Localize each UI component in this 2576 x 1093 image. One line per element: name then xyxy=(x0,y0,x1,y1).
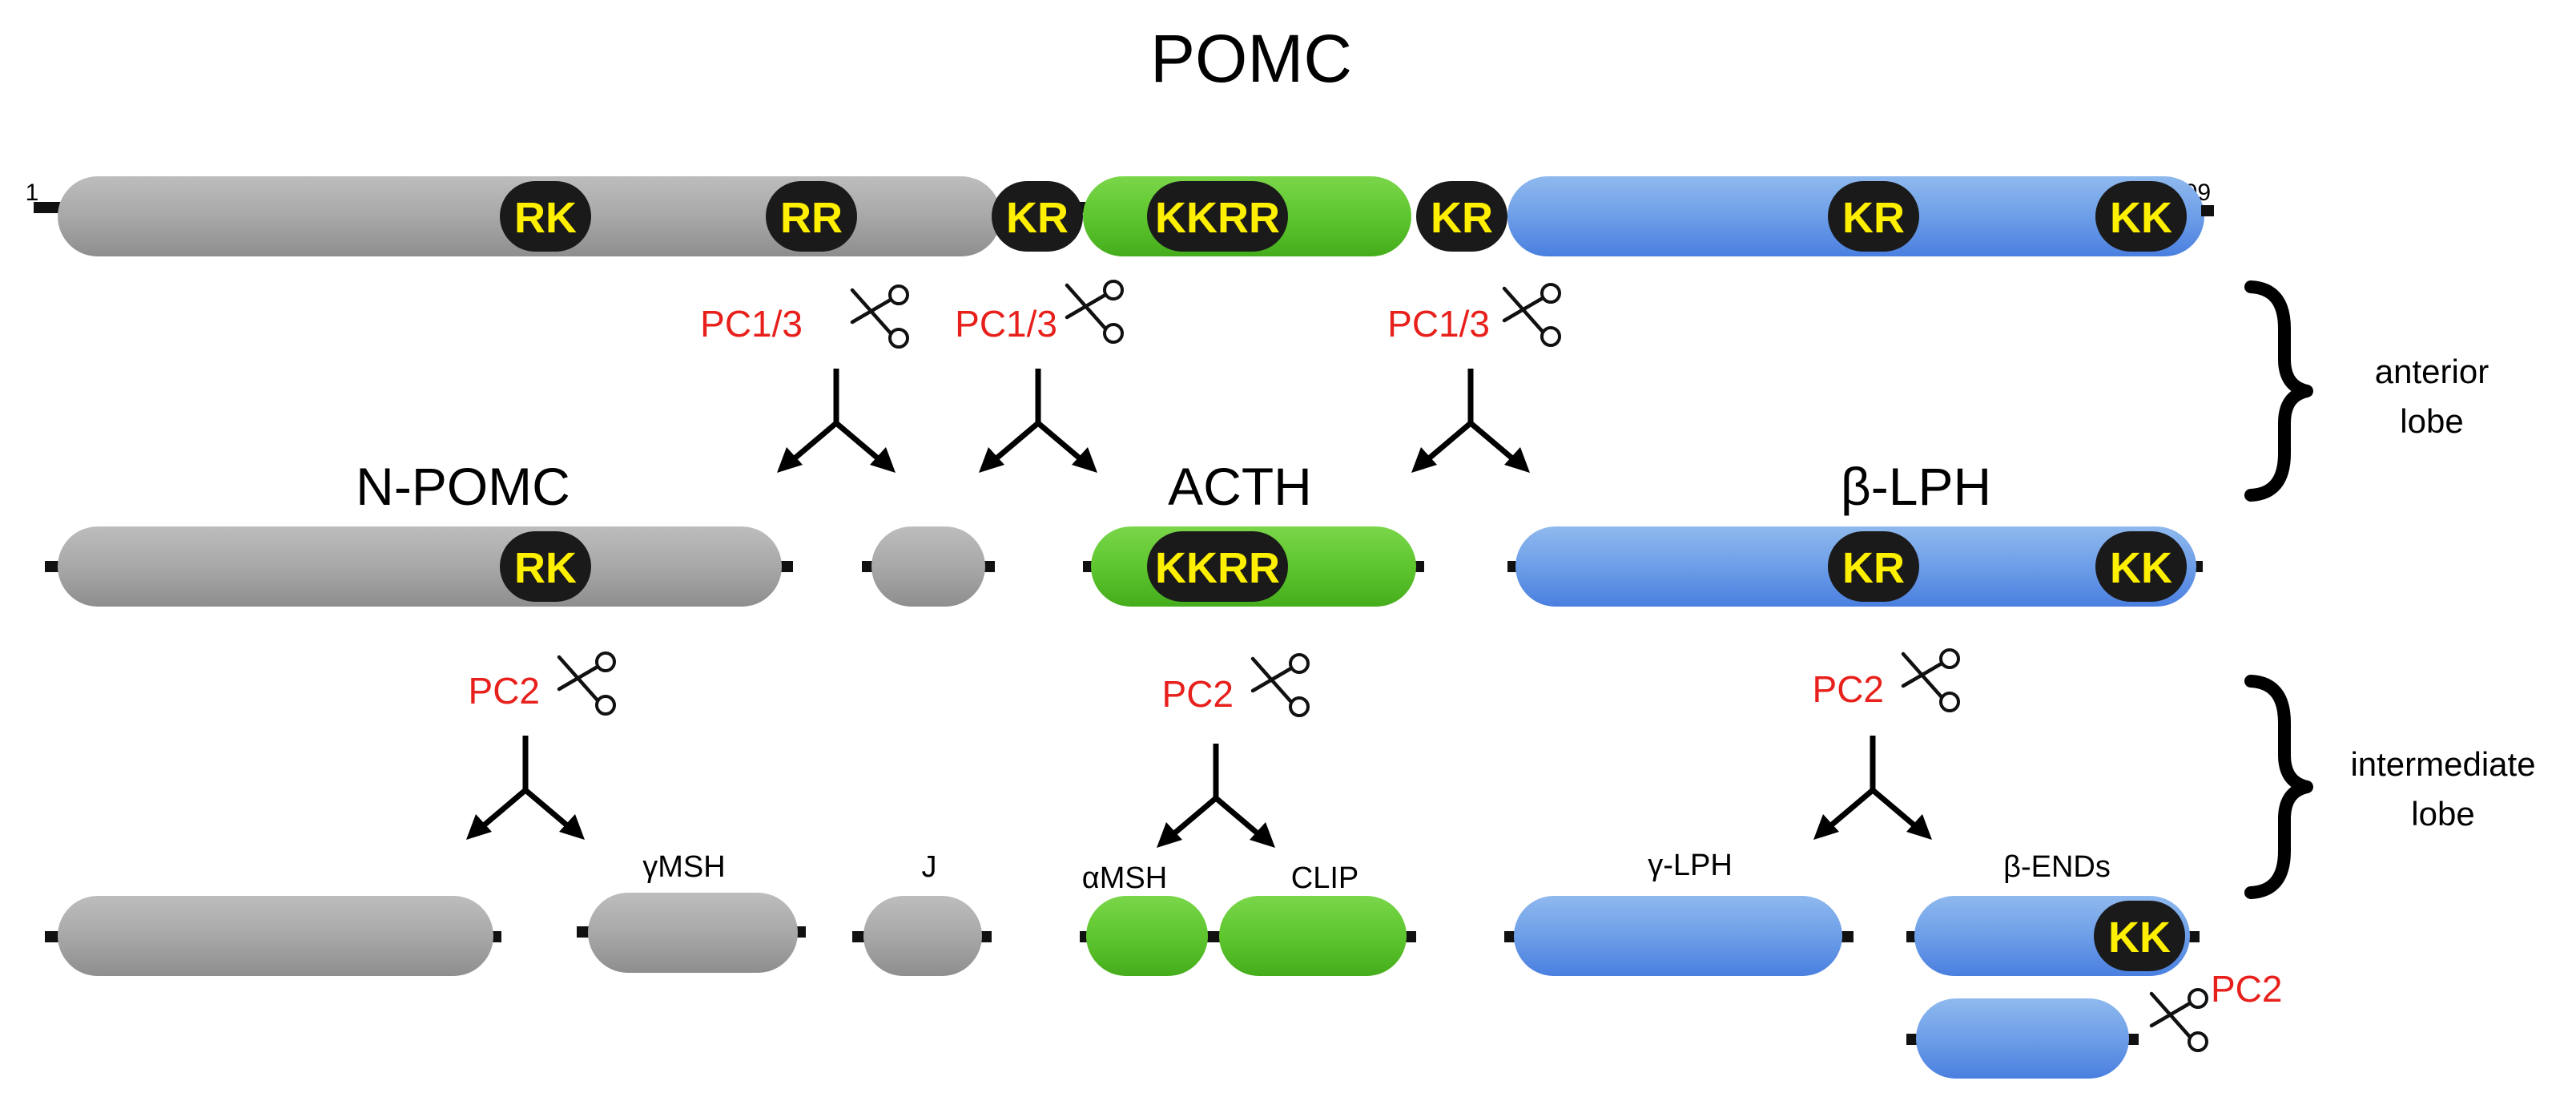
svg-text:RR: RR xyxy=(780,194,843,242)
curly-brace-icon xyxy=(2244,675,2313,899)
cleavage-site: KR xyxy=(1416,181,1507,252)
scissors-icon xyxy=(1253,655,1308,716)
backbone-end xyxy=(2201,205,2214,216)
peptide-junction-small xyxy=(862,526,995,607)
cleavage-site xyxy=(500,531,591,602)
split-arrow-icon xyxy=(466,736,585,840)
residue-start-label: 1 xyxy=(26,179,39,206)
peptide-blph: KR KK xyxy=(1507,526,2203,607)
svg-text:KR: KR xyxy=(1006,194,1069,242)
cleavage-site: RK xyxy=(500,181,591,252)
scissors-icon xyxy=(852,286,908,347)
enzyme-pc2-1: PC2 xyxy=(469,653,614,714)
cleavage-site xyxy=(1147,531,1288,602)
diagram-title: POMC xyxy=(1150,21,1352,96)
peptide-bends-truncated xyxy=(1906,998,2139,1079)
cleavage-site xyxy=(1828,531,1919,602)
svg-text:PC2: PC2 xyxy=(469,670,540,712)
product-label-clip: CLIP xyxy=(1291,861,1358,895)
product-label-acth: ACTH xyxy=(1168,457,1312,516)
product-label-blph: β-LPH xyxy=(1841,457,1991,516)
svg-text:KR: KR xyxy=(1431,194,1493,242)
enzyme-pc2-2: PC2 xyxy=(1162,655,1308,716)
product-label-j: J xyxy=(922,850,937,884)
cleavage-site: KKRR xyxy=(1147,181,1288,252)
svg-text:KK: KK xyxy=(2108,914,2171,962)
split-arrow-icon xyxy=(1411,369,1530,473)
svg-text:PC1/3: PC1/3 xyxy=(1387,303,1490,345)
enzyme-pc13-2: PC1/3 xyxy=(955,281,1122,345)
enzyme-pc2-4: PC2 xyxy=(2151,968,2282,1051)
cleavage-site: KR xyxy=(992,181,1083,252)
enzyme-pc13-1: PC1/3 xyxy=(700,286,908,347)
cleavage-site xyxy=(2094,901,2185,971)
product-label-npomc: N-POMC xyxy=(356,457,570,516)
svg-text:KK: KK xyxy=(2110,194,2172,242)
peptide-acth: KKRR xyxy=(1083,526,1424,607)
product-label-bends: β-ENDs xyxy=(2003,850,2111,884)
pomc-precursor: 1 209 RK RR KR KKRR KR KR xyxy=(26,176,2214,256)
split-arrow-icon xyxy=(1813,736,1932,840)
split-arrow-icon xyxy=(777,369,896,473)
svg-text:PC2: PC2 xyxy=(1813,668,1884,710)
peptide-gmsh xyxy=(577,893,806,973)
svg-text:RK: RK xyxy=(514,544,577,592)
product-label-glph: γ-LPH xyxy=(1648,849,1733,882)
cleavage-site: RR xyxy=(766,181,857,252)
svg-text:KR: KR xyxy=(1842,194,1905,242)
scissors-icon xyxy=(1903,650,1958,711)
product-label-amsh: αMSH xyxy=(1082,861,1167,895)
peptide-amsh xyxy=(1080,896,1216,976)
scissors-icon xyxy=(2151,990,2207,1051)
svg-text:RK: RK xyxy=(514,194,577,242)
cleavage-site xyxy=(2095,531,2187,602)
stage-label-anterior-line1: anterior xyxy=(2375,353,2489,390)
peptide-glph xyxy=(1504,896,1854,976)
stage-label-intermediate-line1: intermediate xyxy=(2350,745,2535,783)
enzyme-pc2-3: PC2 xyxy=(1813,650,1958,711)
cleavage-site: KK xyxy=(2095,181,2187,252)
peptide-j xyxy=(852,896,992,976)
scissors-icon xyxy=(559,653,614,714)
peptide-npomc-fragment xyxy=(45,896,501,976)
stage-label-anterior-line2: lobe xyxy=(2400,402,2463,440)
svg-text:KKRR: KKRR xyxy=(1155,544,1280,592)
peptide-clip xyxy=(1210,896,1416,976)
svg-text:PC1/3: PC1/3 xyxy=(700,303,803,345)
peptide-bends: KK xyxy=(1906,896,2200,976)
svg-text:PC2: PC2 xyxy=(2211,968,2282,1010)
svg-text:KK: KK xyxy=(2110,544,2172,592)
stage-label-intermediate-line2: lobe xyxy=(2411,795,2474,833)
split-arrow-icon xyxy=(1157,744,1275,848)
cleavage-site: KR xyxy=(1828,181,1919,252)
scissors-icon xyxy=(1504,284,1560,345)
enzyme-pc13-3: PC1/3 xyxy=(1387,284,1560,345)
svg-text:KKRR: KKRR xyxy=(1155,194,1280,242)
svg-text:KR: KR xyxy=(1842,544,1905,592)
curly-brace-icon xyxy=(2244,280,2313,502)
peptide-npomc: RK xyxy=(45,526,793,607)
product-label-gmsh: γMSH xyxy=(642,850,725,884)
scissors-icon xyxy=(1067,281,1122,342)
svg-text:PC1/3: PC1/3 xyxy=(955,303,1057,345)
split-arrow-icon xyxy=(979,369,1097,473)
svg-text:PC2: PC2 xyxy=(1162,673,1234,715)
